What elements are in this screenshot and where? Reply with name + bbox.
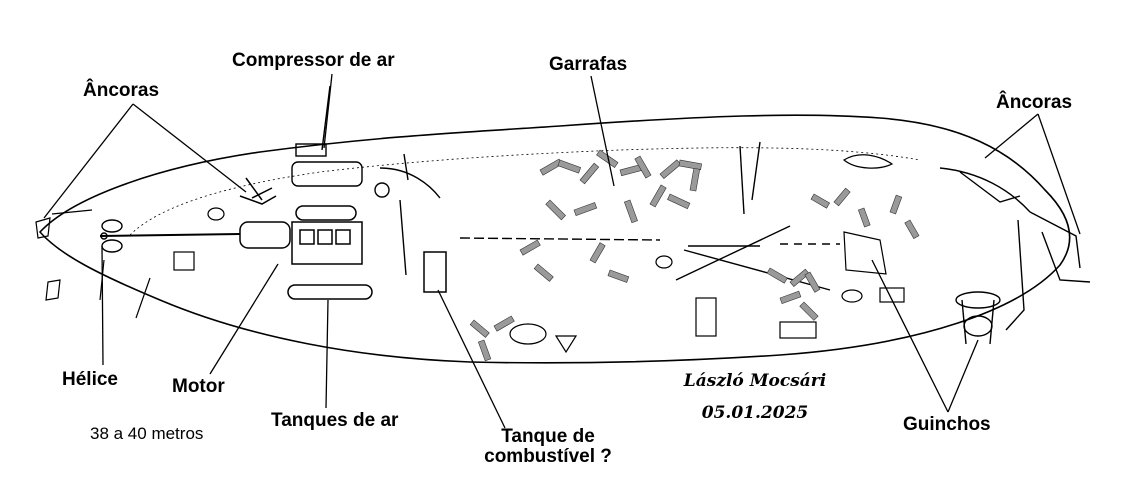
hull-outline: [38, 114, 1071, 364]
hull-inner-line: [129, 147, 921, 236]
stern-debris: [35, 207, 225, 319]
fuel-tank-shape: [423, 251, 447, 293]
label-garrafas: Garrafas: [549, 54, 628, 75]
signature-date: 05.01.2025: [701, 403, 809, 423]
label-tanque-combustivel-line2: combustível ?: [484, 445, 612, 467]
label-tanques-ar: Tanques de ar: [271, 410, 399, 431]
misc-debris: [509, 154, 905, 354]
label-compressor: Compressor de ar: [232, 50, 395, 71]
depth-note: 38 a 40 metros: [90, 424, 204, 443]
propeller-shaft: [99, 233, 241, 237]
label-tanque-combustivel: Tanque de combustível ?: [468, 427, 628, 467]
leader-lines: [43, 73, 1081, 429]
label-ancoras-left: Âncoras: [83, 80, 160, 101]
air-tank-shape: [287, 284, 373, 300]
motor-block: [239, 205, 363, 265]
label-guinchos: Guinchos: [903, 414, 991, 435]
label-tanque-combustivel-line1: Tanque de: [501, 426, 595, 447]
anchor-left: [239, 177, 277, 205]
rods: [379, 141, 840, 291]
compressor-unit: [291, 85, 390, 198]
signature-name: László Mocsári: [683, 371, 827, 391]
label-motor: Motor: [172, 376, 225, 397]
bow-anchor: [1029, 211, 1091, 283]
label-helice: Hélice: [62, 369, 118, 390]
cylinders: [469, 149, 920, 362]
bow-winch: [939, 167, 1031, 345]
label-ancoras-right: Âncoras: [996, 92, 1073, 113]
